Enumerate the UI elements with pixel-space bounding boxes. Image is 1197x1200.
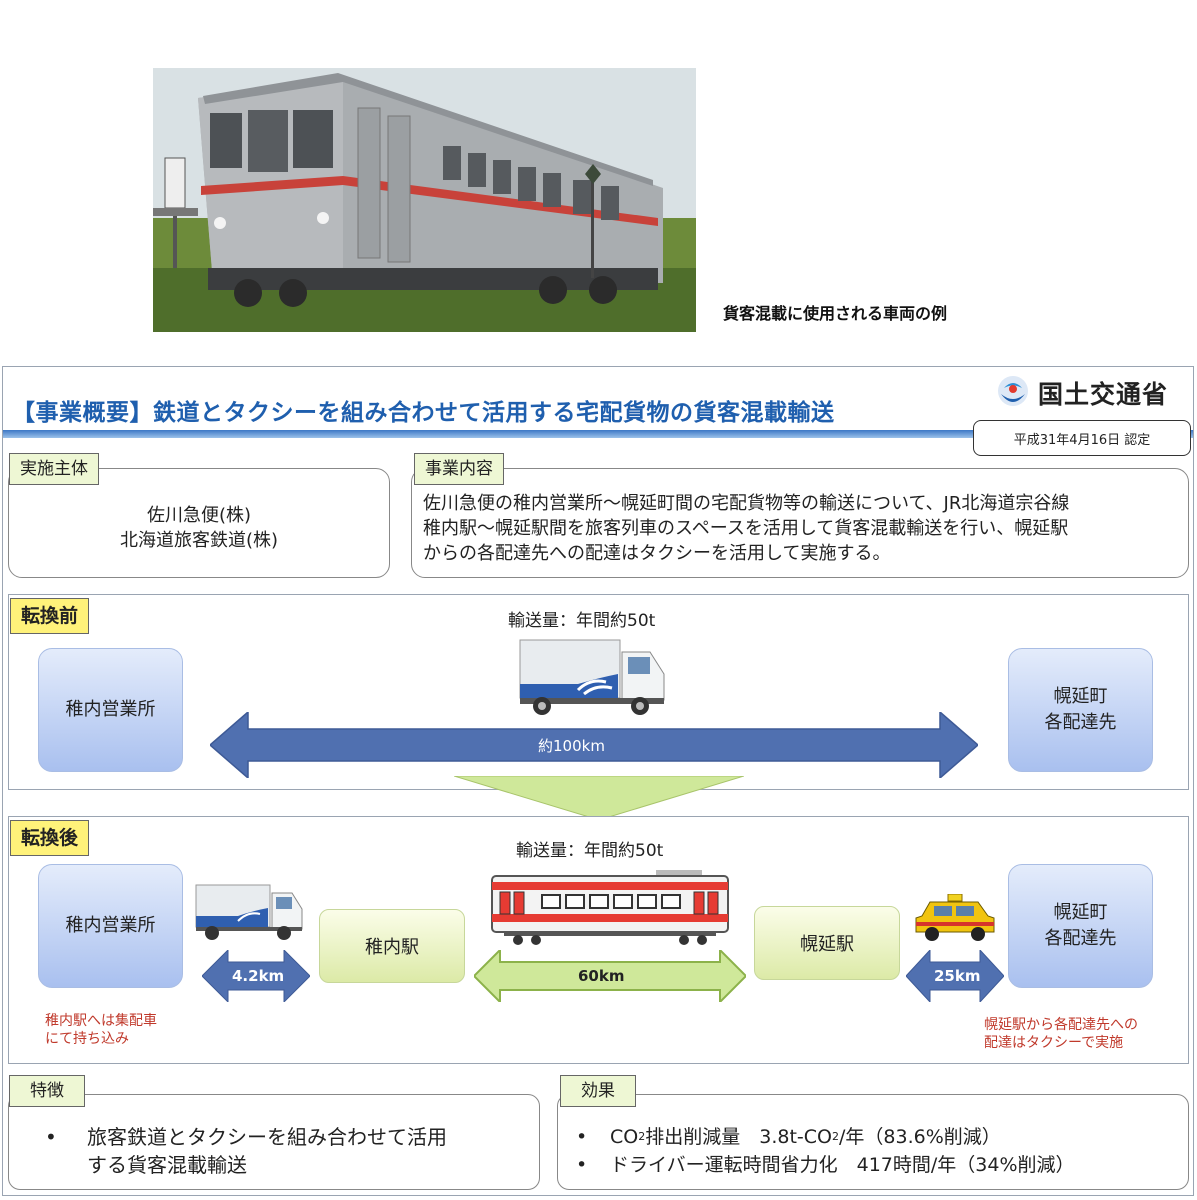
operator-line: 北海道旅客鉄道(株) <box>119 530 279 551</box>
operator-tag: 実施主体 <box>9 453 99 485</box>
business-description: 佐川急便の稚内営業所～幌延町間の宅配貨物等の輸送について、JR北海道宗谷線 稚内… <box>423 491 1069 566</box>
main-frame <box>2 366 1194 1196</box>
after-tag: 転換後 <box>10 820 90 856</box>
approval-date: 平成31年4月16日 認定 <box>973 420 1191 456</box>
business-line: 佐川急便の稚内営業所～幌延町間の宅配貨物等の輸送について、JR北海道宗谷線 <box>423 493 1070 514</box>
business-line: からの各配達先への配達はタクシーを活用して実施する。 <box>423 543 891 564</box>
station-a-box: 稚内駅 <box>319 909 465 983</box>
co2-reduction: 排出削減量 3.8t-CO <box>645 1126 832 1148</box>
note-left-line: にて持ち込み <box>45 1031 129 1047</box>
effects-item-driver: • ドライバー運転時間省力化 417時間/年（34%削減） <box>576 1151 1075 1179</box>
before-destination-box: 幌延町 各配達先 <box>1008 648 1153 772</box>
features-panel: • 旅客鉄道とタクシーを組み合わせて活用 する貨客混載輸送 <box>8 1094 540 1190</box>
features-item: • 旅客鉄道とタクシーを組み合わせて活用 <box>45 1123 447 1151</box>
leg3-arrow <box>906 950 1004 1002</box>
before-destination-line: 各配達先 <box>1044 712 1117 733</box>
truck-icon <box>519 639 665 715</box>
after-origin-box: 稚内営業所 <box>38 864 183 988</box>
leg1-label: 4.2km <box>232 967 285 985</box>
after-destination-line: 幌延町 <box>1053 902 1108 923</box>
photo-caption: 貨客混載に使用される車両の例 <box>723 304 948 323</box>
after-destination-line: 各配達先 <box>1044 928 1117 949</box>
operator-line: 佐川急便(株) <box>146 505 252 526</box>
before-destination-line: 幌延町 <box>1053 686 1108 707</box>
mlit-emblem-icon <box>998 376 1028 406</box>
co2-prefix: CO <box>610 1126 639 1148</box>
operator-panel: 佐川急便(株) 北海道旅客鉄道(株) <box>8 468 390 578</box>
page-title: 【事業概要】鉄道とタクシーを組み合わせて活用する宅配貨物の貨客混載輸送 <box>12 400 835 426</box>
railcar-photo-illustration <box>153 68 696 332</box>
station-b-box: 幌延駅 <box>754 906 900 980</box>
operator-names: 佐川急便(株) 北海道旅客鉄道(株) <box>9 503 389 553</box>
before-origin-box: 稚内営業所 <box>38 648 183 772</box>
note-right-line: 配達はタクシーで実施 <box>984 1035 1124 1051</box>
ministry-logo: 国土交通省 <box>996 374 1168 412</box>
bullet: • <box>45 1125 57 1149</box>
co2-subscript: 2 <box>638 1130 646 1143</box>
train-icon <box>491 870 729 945</box>
taxi-icon <box>915 894 995 941</box>
co2-subscript: 2 <box>831 1130 839 1143</box>
before-origin: 稚内営業所 <box>65 699 156 720</box>
leg3-label: 25km <box>934 967 981 985</box>
transition-arrow <box>454 776 744 820</box>
after-section <box>8 816 1189 1064</box>
leg1-arrow <box>202 950 310 1002</box>
before-tag: 転換前 <box>10 598 90 634</box>
business-line: 稚内駅～幌延駅間を旅客列車のスペースを活用して貨客混載輸送を行い、幌延駅 <box>423 518 1069 539</box>
note-left-line: 稚内駅へは集配車 <box>45 1013 157 1029</box>
after-destination-box: 幌延町 各配達先 <box>1008 864 1153 988</box>
co2-reduction-tail: /年（83.6%削減） <box>838 1126 1001 1148</box>
business-panel: 佐川急便の稚内営業所～幌延町間の宅配貨物等の輸送について、JR北海道宗谷線 稚内… <box>411 468 1189 578</box>
train-photo <box>153 68 696 332</box>
after-volume: 輸送量：年間約50t <box>516 841 664 861</box>
features-list: • 旅客鉄道とタクシーを組み合わせて活用 する貨客混載輸送 <box>45 1123 447 1179</box>
effects-tag: 効果 <box>560 1075 636 1107</box>
features-tag: 特徴 <box>9 1075 85 1107</box>
before-distance-arrow <box>210 712 978 778</box>
station-a: 稚内駅 <box>365 937 419 958</box>
note-right: 幌延駅から各配達先への 配達はタクシーで実施 <box>984 1016 1138 1052</box>
bullet: • <box>576 1126 588 1148</box>
leg2-arrow <box>474 950 746 1002</box>
station-b: 幌延駅 <box>800 934 854 955</box>
note-right-line: 幌延駅から各配達先への <box>984 1017 1138 1033</box>
features-line: する貨客混載輸送 <box>87 1153 247 1177</box>
before-volume: 輸送量：年間約50t <box>508 611 656 631</box>
business-tag: 事業内容 <box>414 453 504 485</box>
after-origin: 稚内営業所 <box>65 915 156 936</box>
driver-time-saving: ドライバー運転時間省力化 417時間/年（34%削減） <box>610 1154 1075 1176</box>
before-distance-label: 約100km <box>538 737 605 755</box>
truck-icon <box>195 884 303 940</box>
leg2-label: 60km <box>578 967 625 985</box>
note-left: 稚内駅へは集配車 にて持ち込み <box>45 1012 157 1048</box>
title-underline <box>3 430 1193 438</box>
features-line: 旅客鉄道とタクシーを組み合わせて活用 <box>87 1125 447 1149</box>
ministry-name: 国土交通省 <box>1038 380 1169 409</box>
bullet: • <box>576 1154 588 1176</box>
